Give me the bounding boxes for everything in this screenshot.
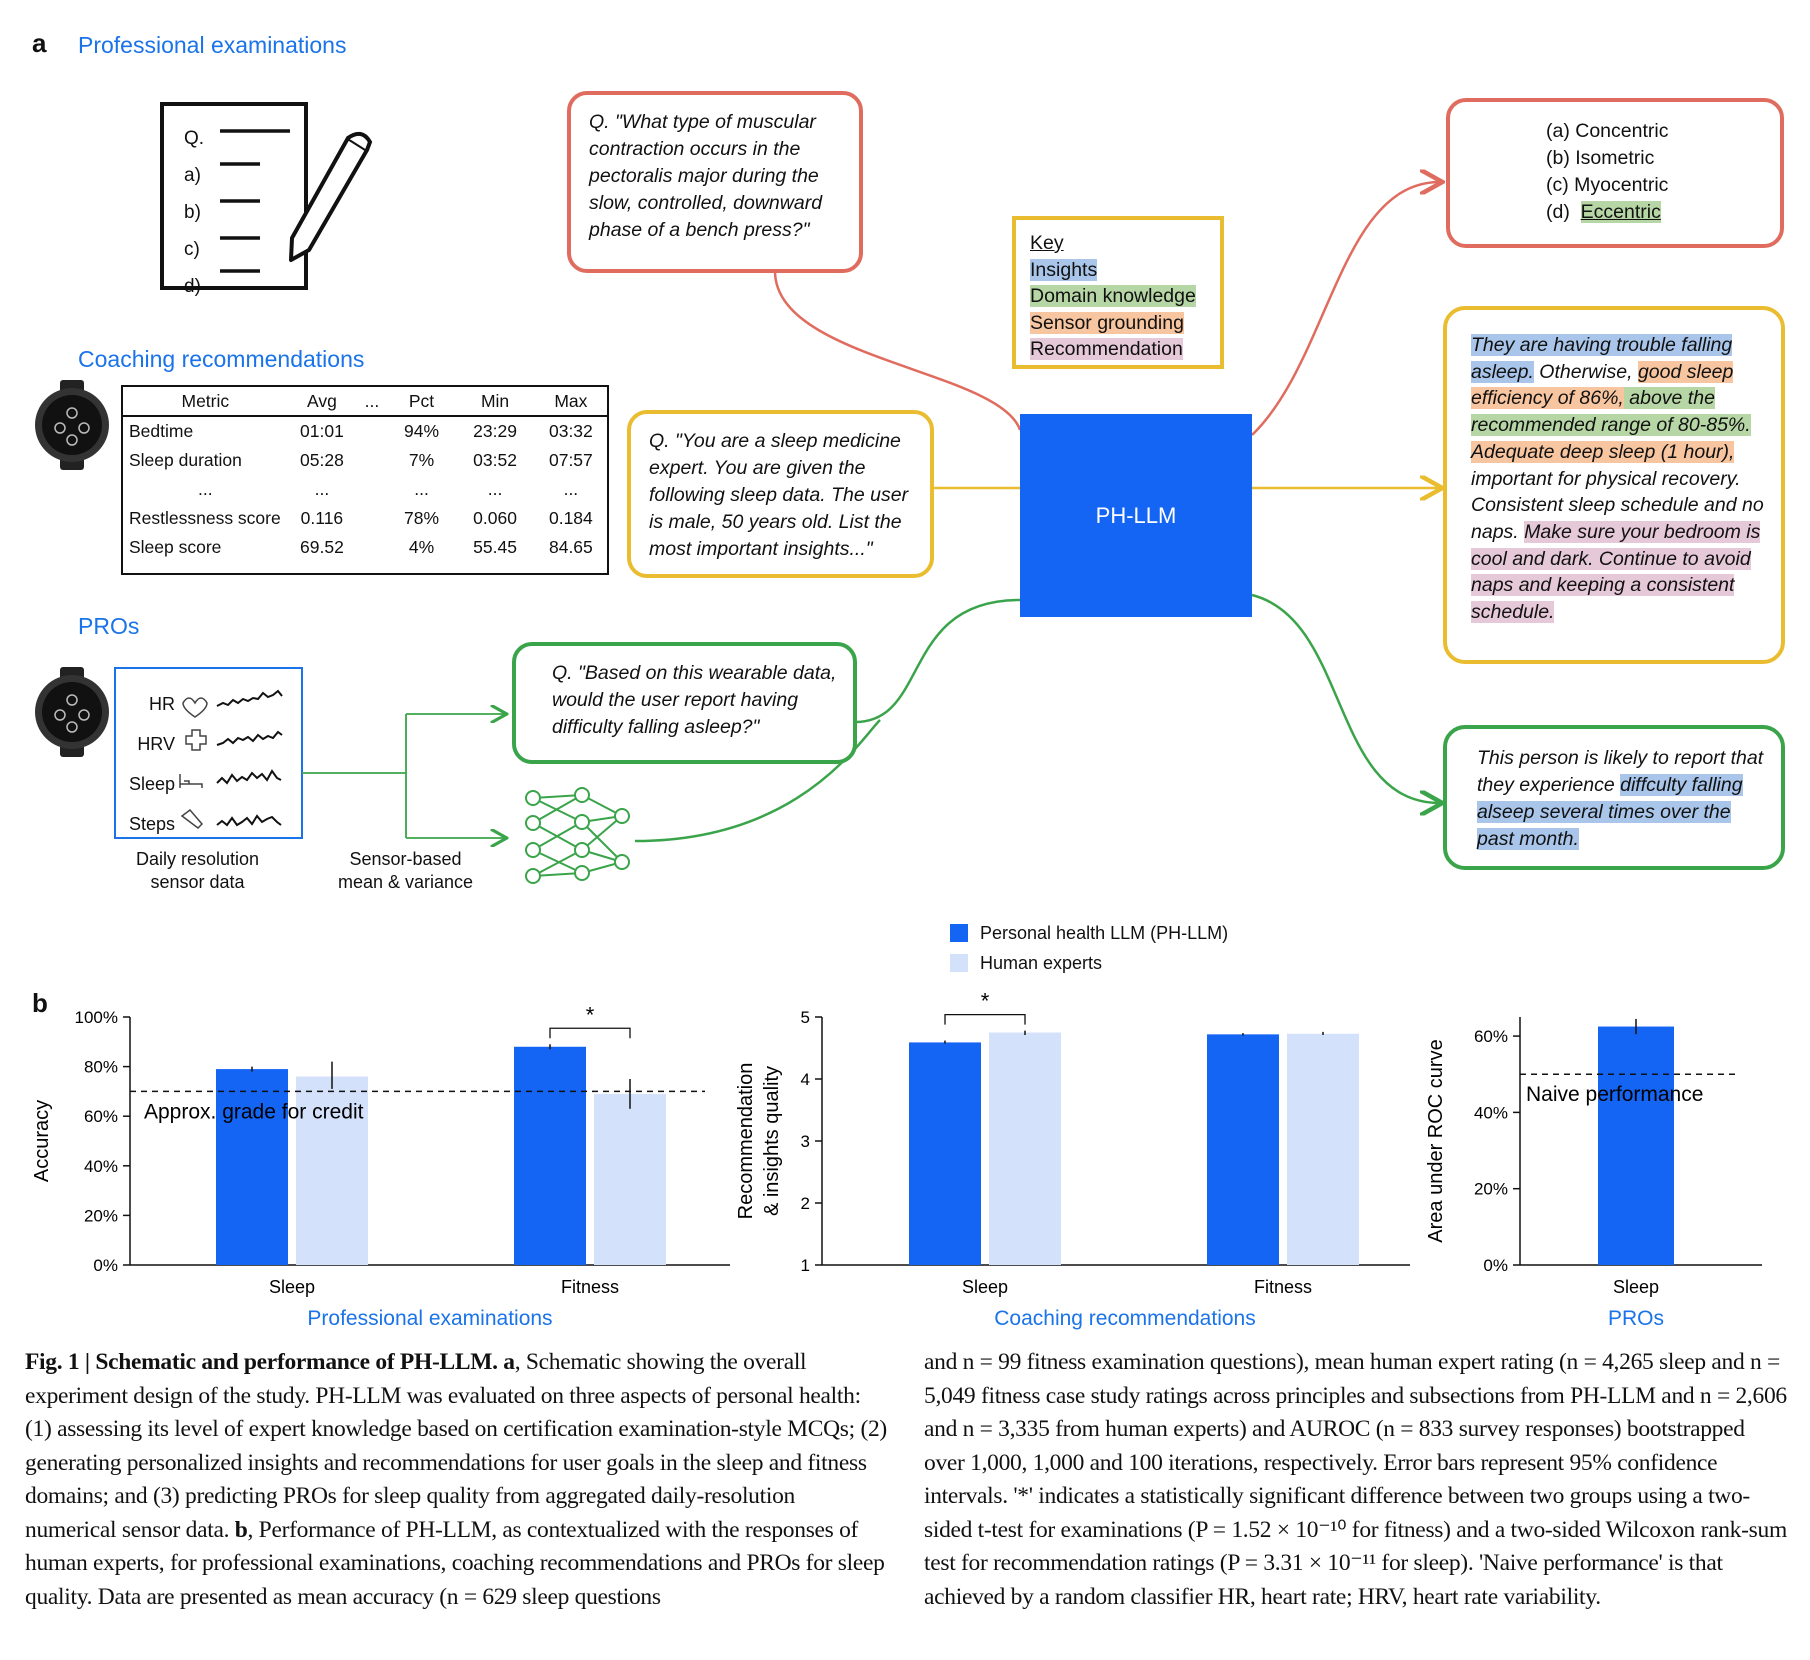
significance-star: * xyxy=(981,989,990,1014)
reference-line-label: Naive performance xyxy=(1526,1083,1703,1106)
sensor-sparklines xyxy=(216,689,283,827)
bar xyxy=(594,1093,666,1265)
bed-icon xyxy=(179,774,203,788)
bar xyxy=(514,1046,586,1265)
key-insights: Insights xyxy=(1030,258,1098,281)
legend-swatch-ph-llm xyxy=(950,924,968,942)
highlight-key-legend: Key Insights Domain knowledge Sensor gro… xyxy=(1012,216,1224,369)
key-sensor-grounding: Sensor grounding xyxy=(1030,311,1184,334)
coaching-answer-box: They are having trouble falling asleep. … xyxy=(1443,306,1785,664)
smartwatch-icon xyxy=(35,667,109,757)
panel-b-letter: b xyxy=(32,988,48,1018)
y-tick-label: 20% xyxy=(1474,1180,1508,1199)
legend-item-human: Human experts xyxy=(950,948,1228,978)
y-tick-label: 2 xyxy=(801,1194,810,1213)
sensor-type-icons xyxy=(179,697,208,829)
exam-sheet-icon xyxy=(160,102,308,290)
chart-title: Coaching recommendations xyxy=(994,1307,1255,1330)
key-domain-knowledge: Domain knowledge xyxy=(1030,285,1196,307)
figure-caption-left: Fig. 1 | Schematic and performance of PH… xyxy=(25,1349,887,1610)
sensor-row-labels: HR HRV Sleep Steps xyxy=(128,694,175,834)
y-tick-label: 40% xyxy=(84,1157,118,1176)
key-recommendation: Recommendation xyxy=(1030,338,1183,360)
exam-sheet-labels: Q. a) b) c) d) xyxy=(184,128,205,297)
section-title-coaching: Coaching recommendations xyxy=(78,346,365,372)
figure-caption-right: and n = 99 fitness examination questions… xyxy=(924,1349,1787,1610)
bar xyxy=(1598,1026,1674,1265)
y-axis-label: Area under ROC curve xyxy=(1425,1039,1447,1242)
correct-answer: Eccentric xyxy=(1580,201,1661,223)
bar xyxy=(1287,1033,1359,1265)
y-axis-label: Recommendation& insights quality xyxy=(735,1063,783,1220)
y-tick-label: 100% xyxy=(75,1008,118,1027)
chart-title: PROs xyxy=(1608,1307,1664,1330)
chart-title: Professional examinations xyxy=(307,1307,552,1330)
schematic-connectors xyxy=(35,102,1810,884)
x-tick-label: Fitness xyxy=(1254,1277,1312,1297)
x-tick-label: Sleep xyxy=(1613,1277,1659,1297)
shoe-icon xyxy=(180,808,204,829)
x-tick-label: Sleep xyxy=(962,1277,1008,1297)
bar xyxy=(989,1032,1061,1265)
y-tick-label: 60% xyxy=(84,1107,118,1126)
bar xyxy=(1207,1034,1279,1265)
bar xyxy=(909,1042,981,1265)
y-tick-label: 3 xyxy=(801,1132,810,1151)
heart-icon xyxy=(182,697,208,718)
chart-legend: Personal health LLM (PH-LLM) Human exper… xyxy=(950,918,1228,978)
legend-item-ph-llm: Personal health LLM (PH-LLM) xyxy=(950,918,1228,948)
y-tick-label: 1 xyxy=(801,1256,810,1275)
bar xyxy=(296,1076,368,1265)
section-title-exams: Professional examinations xyxy=(78,32,347,58)
y-tick-label: 80% xyxy=(84,1058,118,1077)
significance-bracket xyxy=(549,1027,631,1039)
significance-bracket xyxy=(944,1013,1026,1025)
table-row: ............... xyxy=(198,479,579,499)
legend-swatch-human xyxy=(950,954,968,972)
y-tick-label: 4 xyxy=(801,1070,810,1089)
pros-question-box: Q. "Based on this wearable data, would t… xyxy=(512,642,857,764)
ph-llm-model-block: PH-LLM xyxy=(1020,414,1252,617)
reference-line-label: Approx. grade for credit xyxy=(144,1100,364,1123)
hrv-icon xyxy=(185,729,207,751)
key-title: Key xyxy=(1030,232,1064,254)
exam-question-box: Q. "What type of muscular contraction oc… xyxy=(567,91,863,273)
bar xyxy=(216,1069,288,1265)
x-tick-label: Sleep xyxy=(269,1277,315,1297)
section-title-pros: PROs xyxy=(78,613,140,639)
mean-variance-caption: Sensor-based mean & variance xyxy=(337,849,474,892)
pros-answer-box: This person is likely to report that the… xyxy=(1443,725,1785,870)
y-tick-label: 0% xyxy=(1483,1256,1508,1275)
pencil-icon xyxy=(289,131,373,262)
y-tick-label: 0% xyxy=(93,1256,118,1275)
y-tick-label: 5 xyxy=(801,1008,810,1027)
neural-network-icon xyxy=(525,787,630,884)
x-tick-label: Fitness xyxy=(561,1277,619,1297)
significance-star: * xyxy=(586,1002,595,1027)
y-tick-label: 60% xyxy=(1474,1027,1508,1046)
sensor-data-caption: Daily resolution sensor data xyxy=(135,849,260,892)
panel-a-letter: a xyxy=(32,28,47,58)
y-tick-label: 40% xyxy=(1474,1103,1508,1122)
y-tick-label: 20% xyxy=(84,1206,118,1225)
smartwatch-icon xyxy=(35,380,109,470)
exam-answer-box: (a) Concentric (b) Isometric (c) Myocent… xyxy=(1446,98,1784,248)
coaching-question-box: Q. "You are a sleep medicine expert. You… xyxy=(627,410,934,578)
y-axis-label: Accuracy xyxy=(31,1100,53,1182)
